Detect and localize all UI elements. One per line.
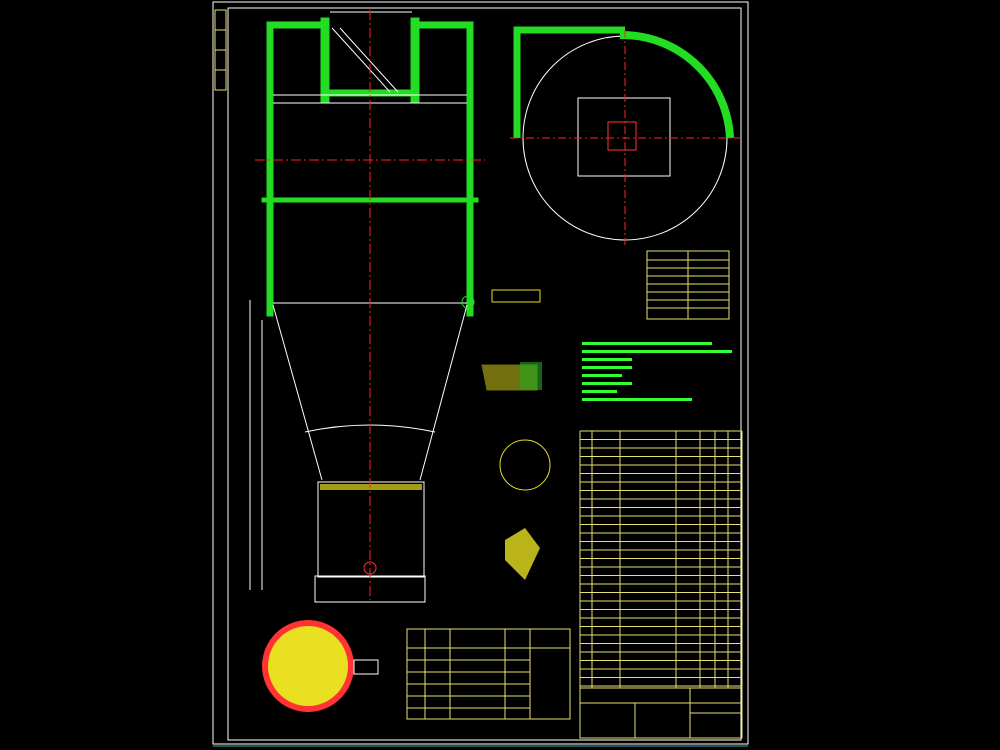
title-block xyxy=(579,687,743,739)
material-table xyxy=(406,628,571,720)
technical-notes xyxy=(582,342,732,401)
drawing-frame xyxy=(212,1,749,745)
bottom-plan-view xyxy=(262,620,379,712)
cyclone-plan-view xyxy=(510,26,740,245)
left-title-strip xyxy=(214,9,227,91)
detail-views xyxy=(481,289,551,580)
parts-list-table xyxy=(579,430,743,689)
parameter-table xyxy=(646,250,730,320)
cyclone-elevation xyxy=(249,10,485,603)
